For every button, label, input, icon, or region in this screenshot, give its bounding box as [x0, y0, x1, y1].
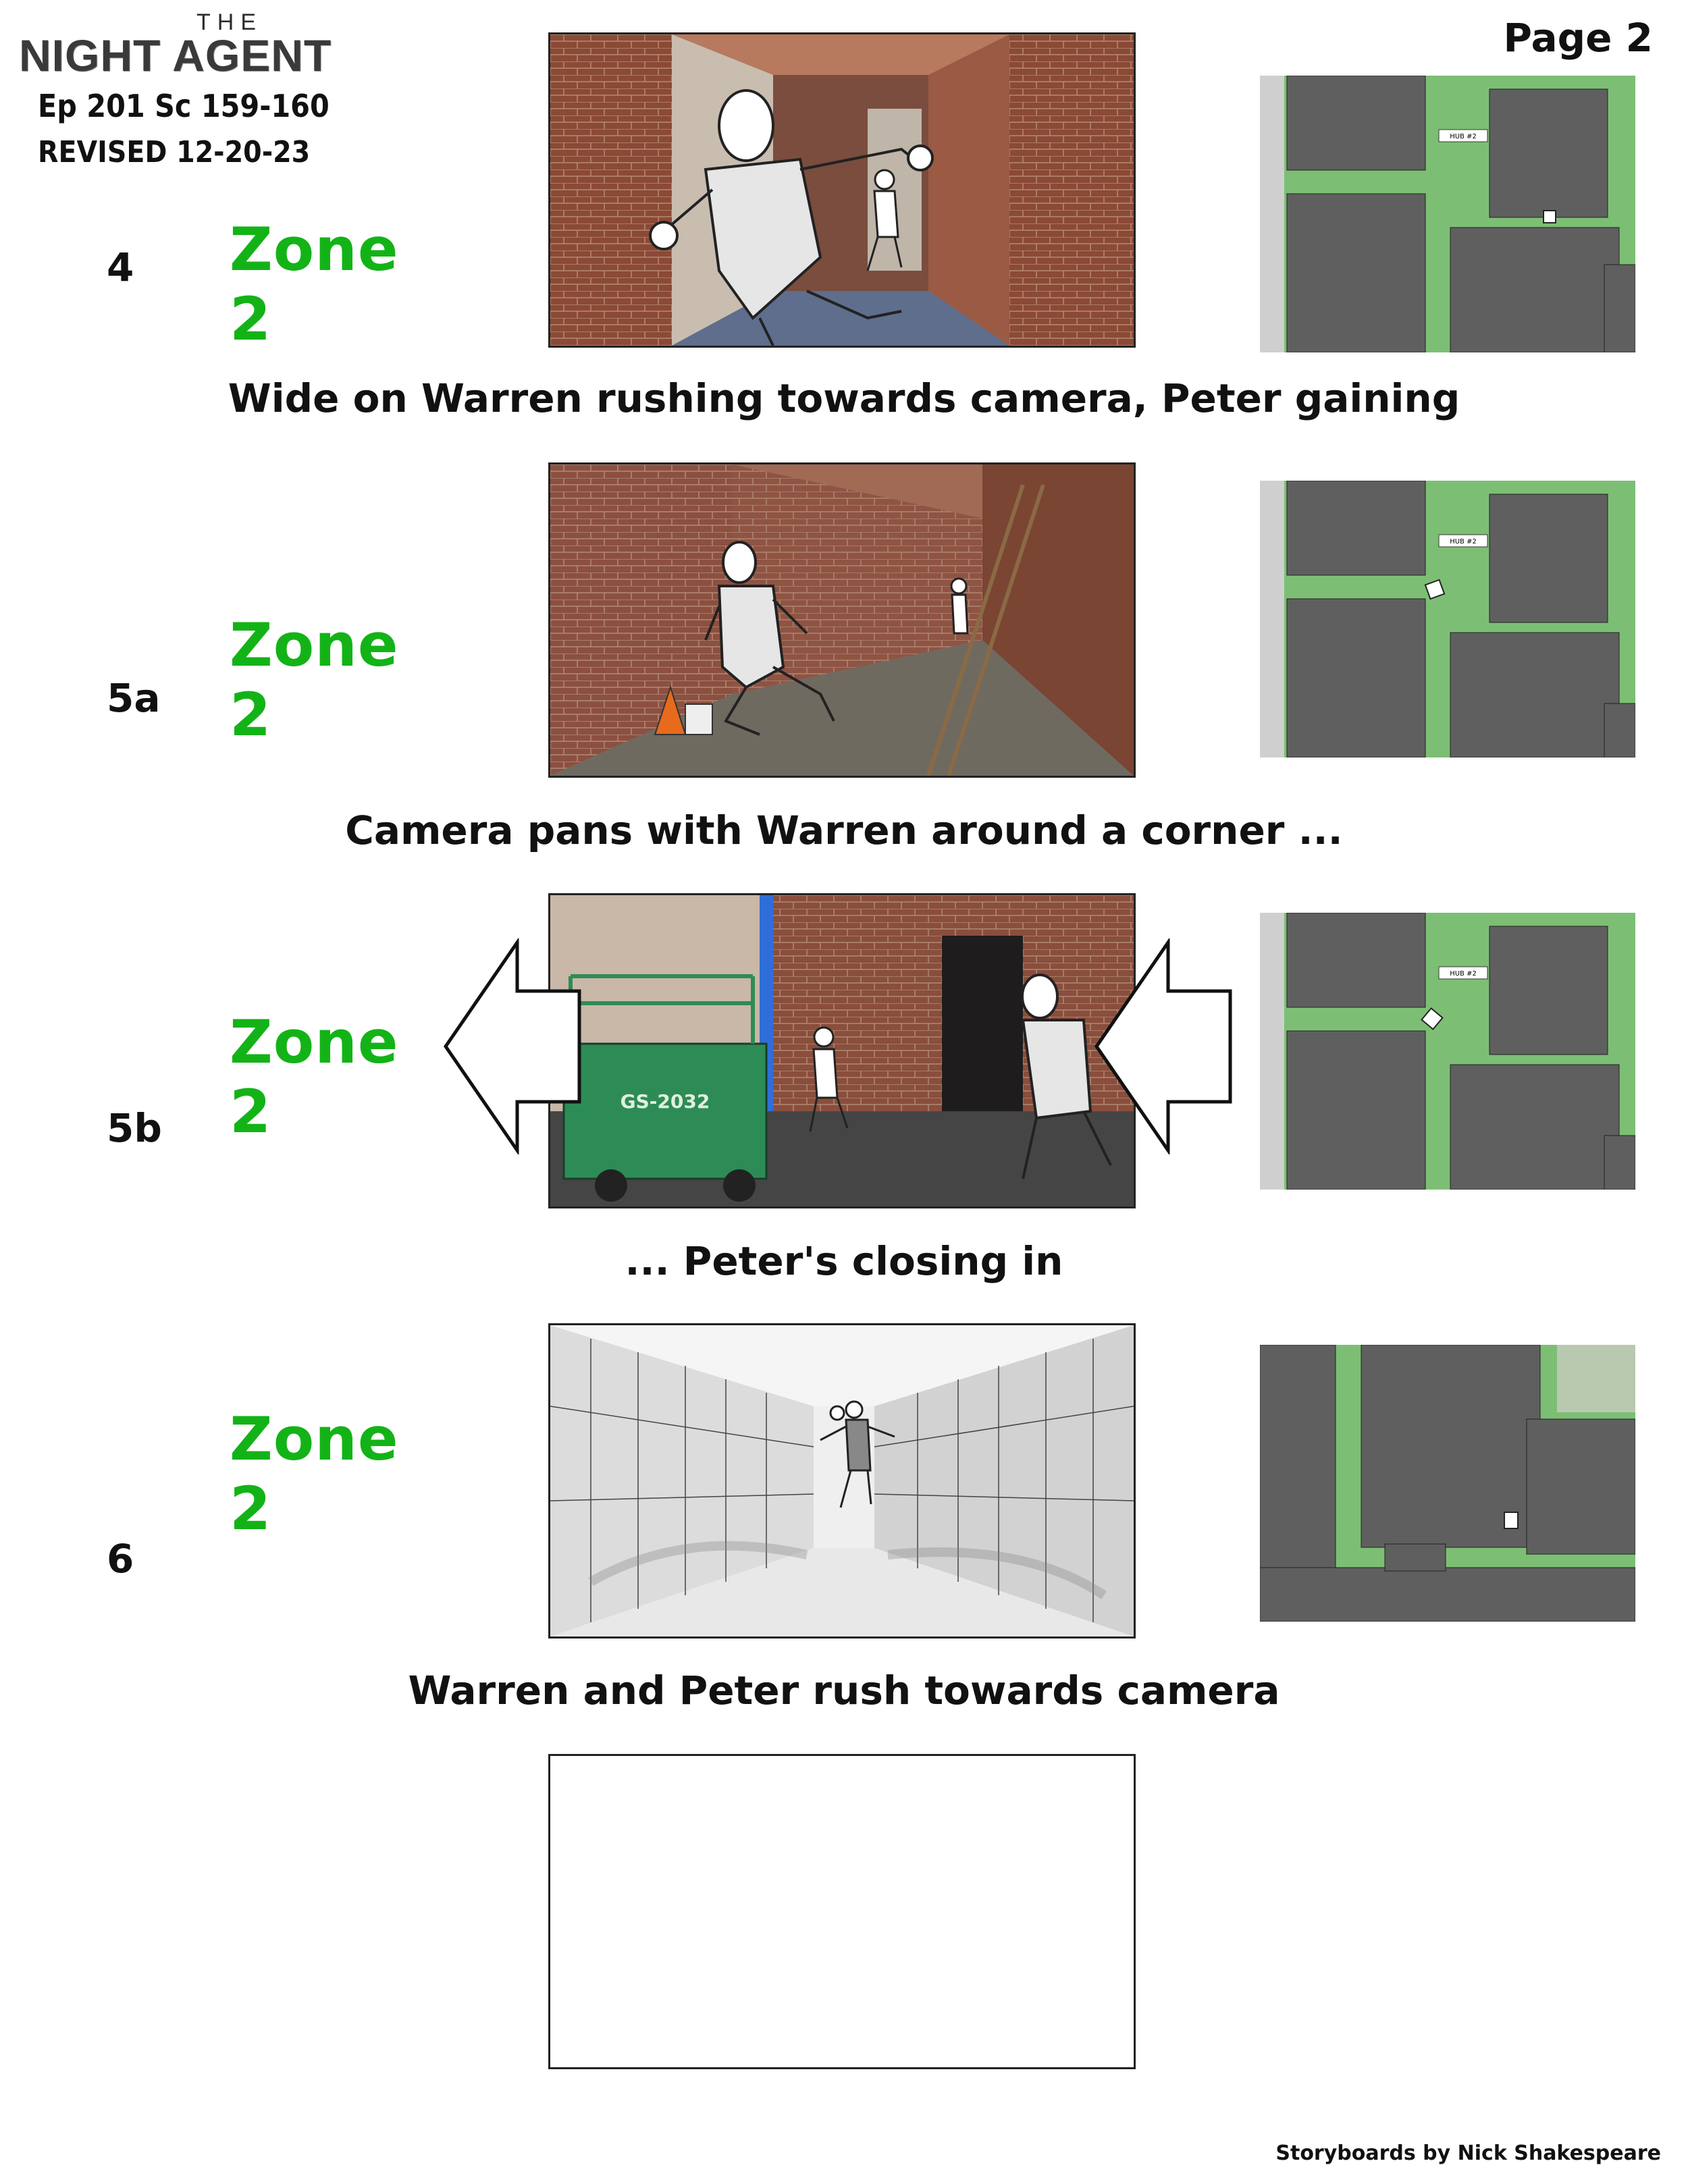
shot-number: 5a — [107, 675, 161, 721]
show-logo: NIGHT AGENT — [19, 30, 332, 80]
logo-the: THE — [196, 9, 263, 35]
shot-number: 4 — [107, 244, 134, 290]
shot-caption: Camera pans with Warren around a corner … — [345, 807, 1343, 853]
alley-corner-sketch — [550, 464, 1134, 776]
storyboard-panel-6 — [548, 1323, 1136, 1639]
overhead-map-5a: HUB #2 — [1260, 481, 1635, 757]
overhead-map-6 — [1260, 1345, 1635, 1622]
storyboard-panel-4 — [548, 32, 1136, 348]
zone-label: Zone 2 — [230, 1007, 399, 1146]
alley-lift-sketch: GS-2032 — [550, 895, 1134, 1206]
episode-scene-label: Ep 201 Sc 159-160 — [38, 88, 329, 124]
zone-label: Zone 2 — [230, 215, 399, 354]
camera-icon — [1424, 579, 1446, 600]
empty-storyboard-panel — [548, 1754, 1136, 2069]
shot-caption: ... Peter's closing in — [625, 1238, 1063, 1284]
shot-caption: Wide on Warren rushing towards camera, P… — [228, 375, 1460, 421]
zone-label: Zone 2 — [230, 1404, 399, 1543]
shot-number: 5b — [107, 1105, 162, 1151]
alley-perspective-sketch — [550, 1325, 1134, 1636]
camera-icon — [1543, 210, 1556, 223]
storyboard-credit: Storyboards by Nick Shakespeare — [1275, 2141, 1661, 2165]
map-label: HUB #2 — [1450, 133, 1477, 140]
map-label: HUB #2 — [1450, 970, 1477, 978]
lift-label: GS-2032 — [621, 1090, 710, 1113]
storyboard-panel-5b: GS-2032 — [548, 893, 1136, 1208]
revised-date-label: REVISED 12-20-23 — [38, 135, 311, 169]
shot-number: 6 — [107, 1536, 134, 1582]
map-label: HUB #2 — [1450, 538, 1477, 545]
zone-label: Zone 2 — [230, 610, 399, 749]
overhead-map-4: HUB #2 — [1260, 76, 1635, 352]
page-number: Page 2 — [1503, 15, 1654, 61]
camera-icon — [1504, 1512, 1519, 1529]
pan-left-arrow — [1094, 938, 1232, 1154]
camera-icon — [1421, 1007, 1444, 1030]
overhead-map-5b: HUB #2 — [1260, 913, 1635, 1190]
storyboard-panel-5a — [548, 462, 1136, 778]
pan-left-arrow — [443, 938, 581, 1154]
alley-photo-sketch — [550, 34, 1134, 346]
shot-caption: Warren and Peter rush towards camera — [408, 1668, 1280, 1713]
